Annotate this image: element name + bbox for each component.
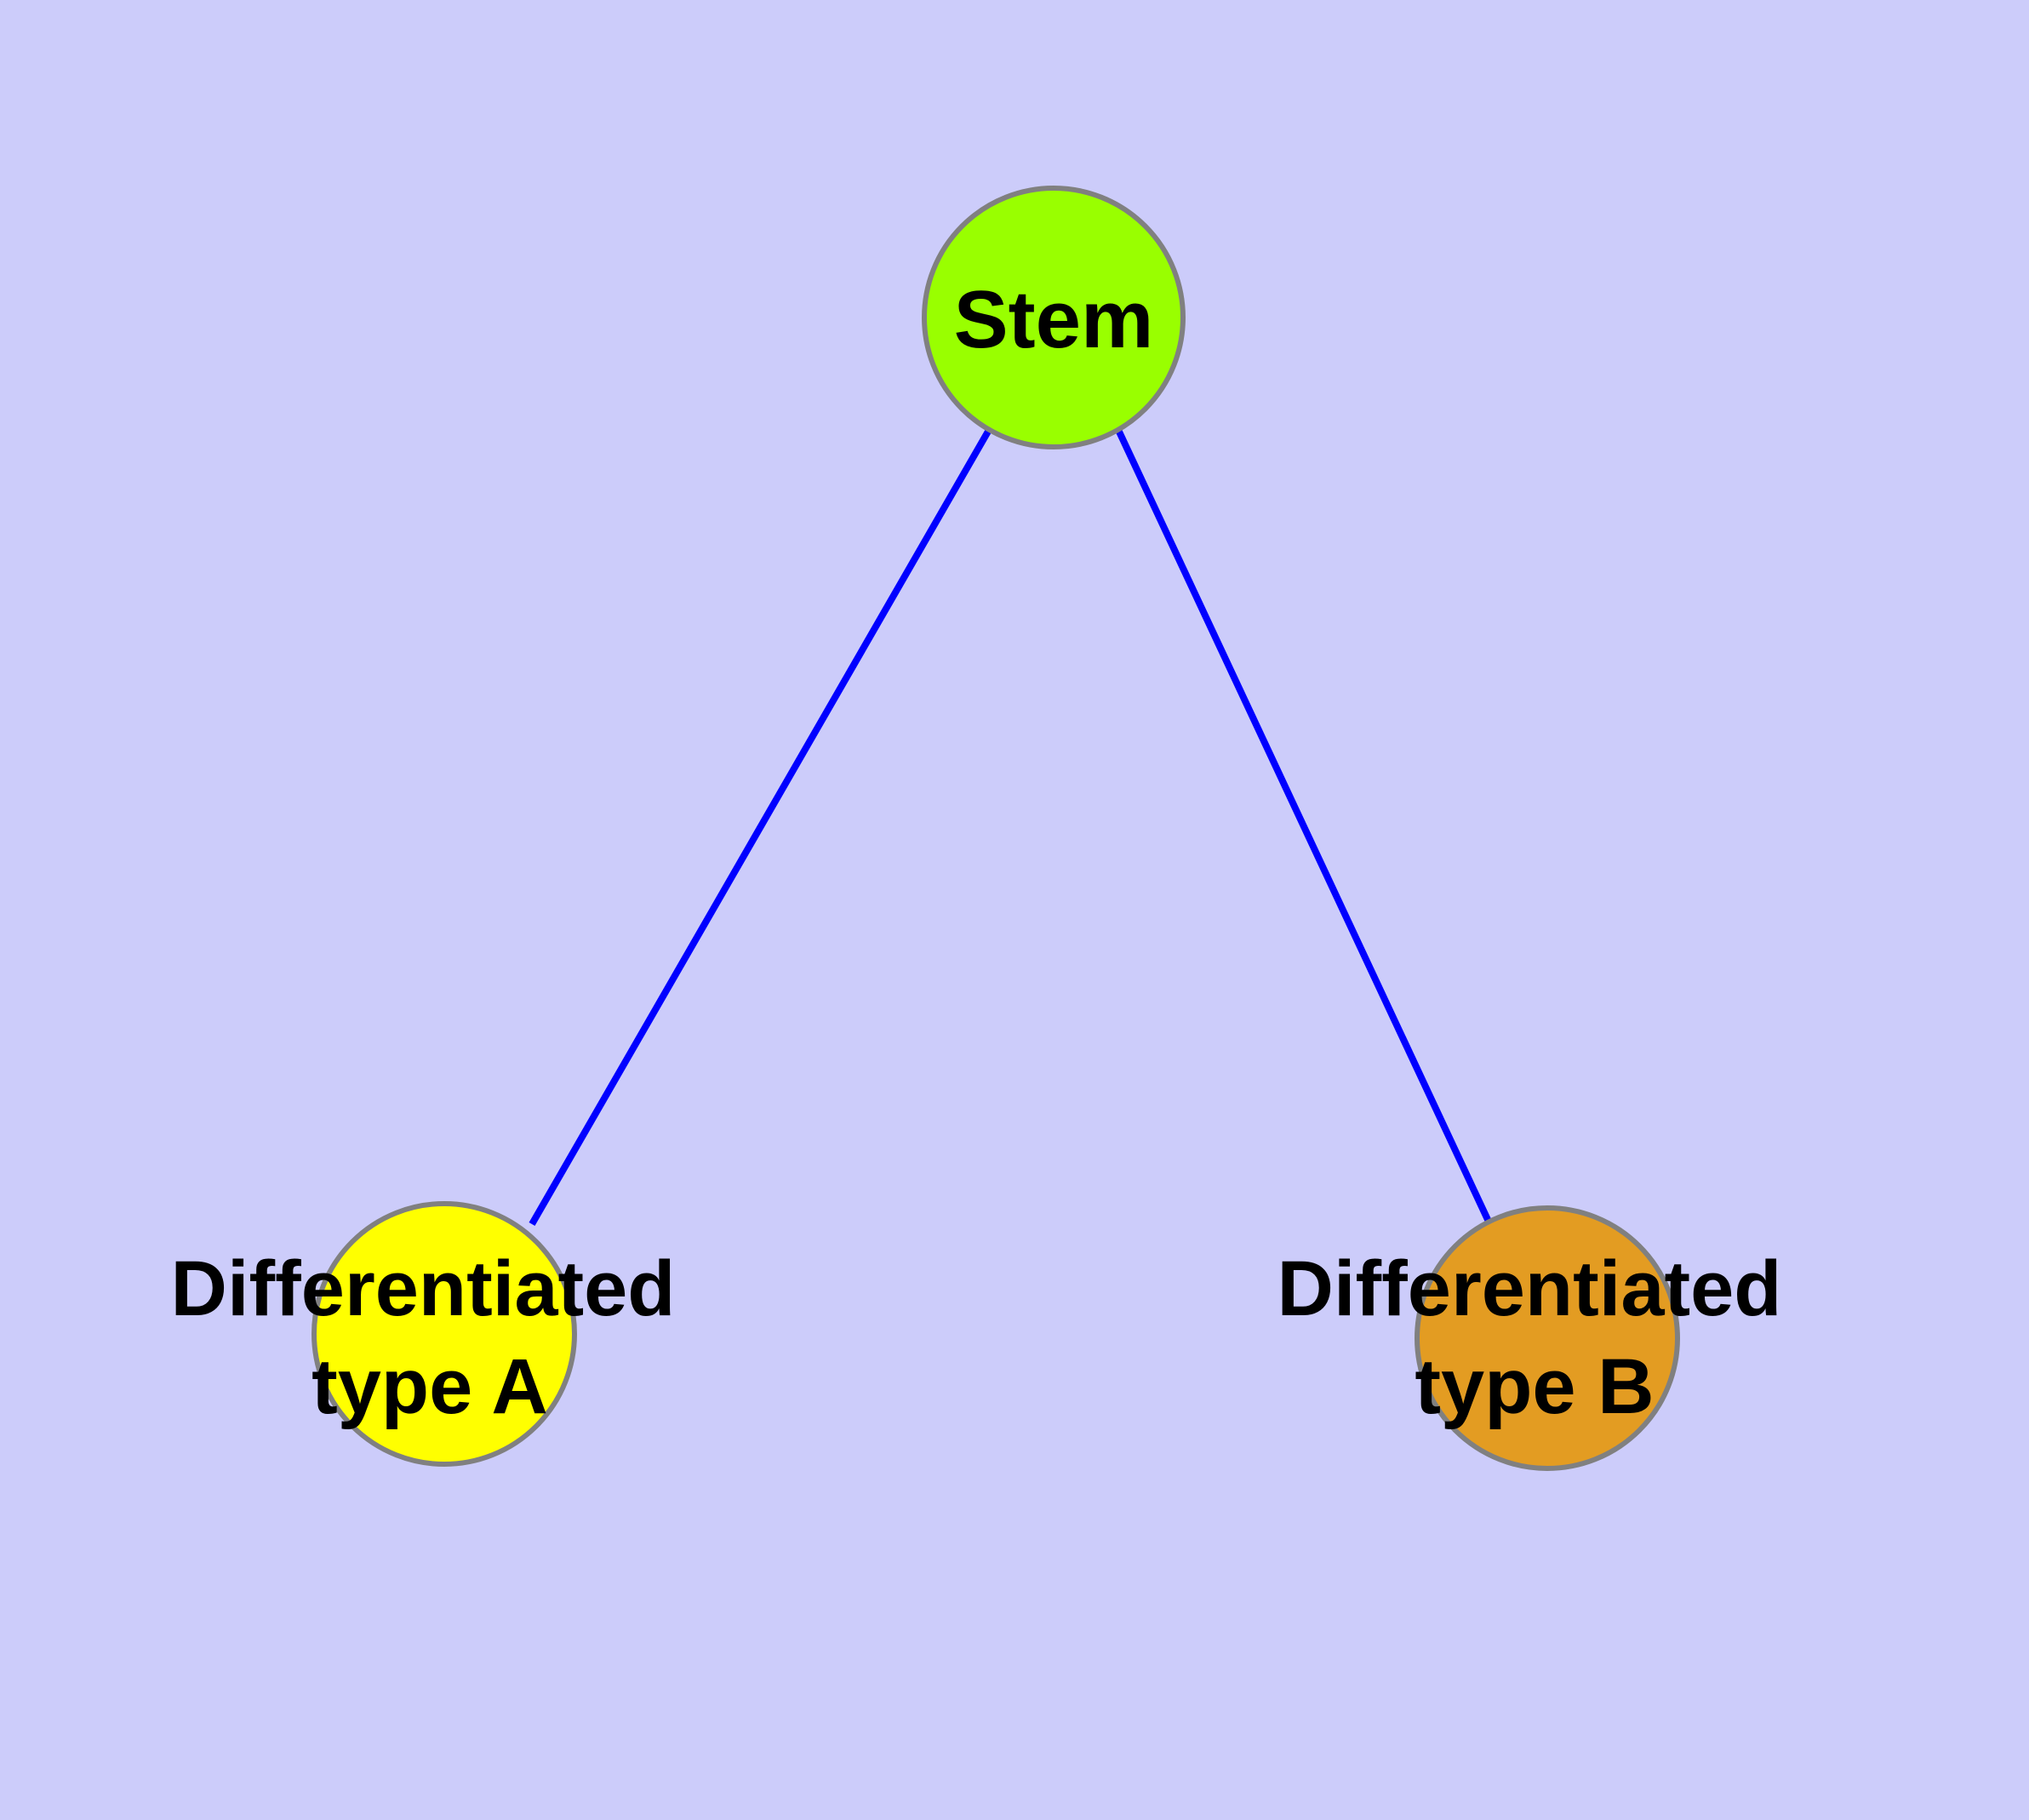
node-layer	[311, 186, 1680, 1471]
node-diff-type-b[interactable]	[1415, 1205, 1680, 1471]
node-diff-type-a-circle[interactable]	[311, 1201, 577, 1467]
node-diff-type-a-label-line2: type A	[311, 1343, 548, 1430]
node-stem-circle[interactable]	[922, 186, 1186, 449]
node-stem-label-line1: Stem	[954, 274, 1154, 365]
edge-stem-to-diff-type-b[interactable]	[1115, 428, 1493, 1225]
edge-layer	[529, 428, 1493, 1226]
node-diff-type-a[interactable]	[311, 1201, 577, 1467]
node-diff-type-b-circle[interactable]	[1415, 1205, 1680, 1471]
node-diff-type-b-label-line2: type B	[1415, 1343, 1654, 1430]
edge-stem-to-diff-type-a[interactable]	[529, 428, 992, 1226]
label-layer: Stem Differentiated type A Differentiate…	[171, 274, 1782, 1430]
node-diff-type-b-label-line1: Differentiated	[1277, 1245, 1782, 1332]
node-diff-type-a-label-line1: Differentiated	[171, 1245, 676, 1332]
node-stem[interactable]	[922, 186, 1186, 449]
